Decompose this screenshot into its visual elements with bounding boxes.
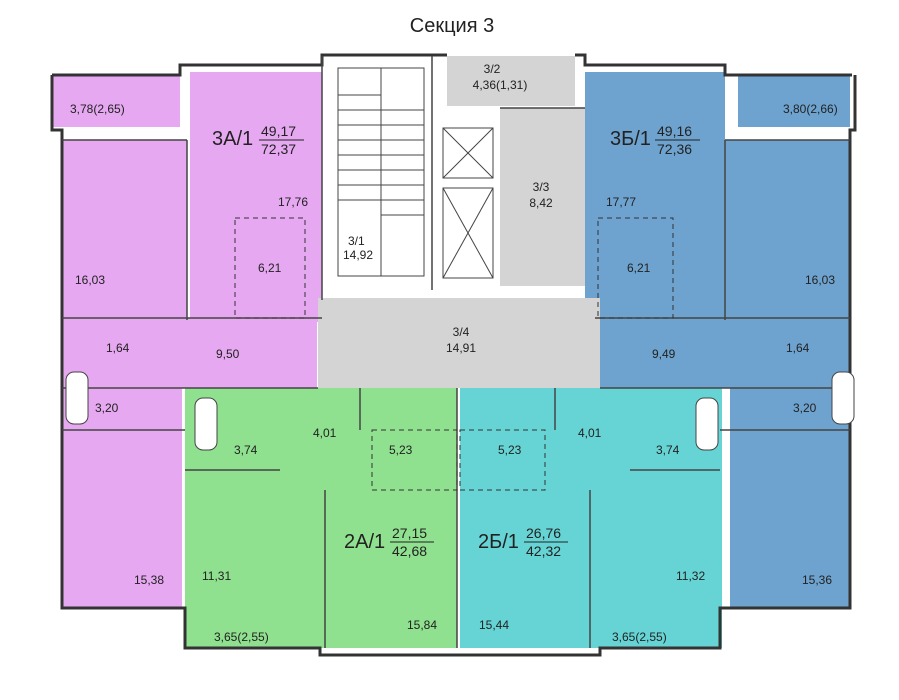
b2-balcony-area (598, 604, 720, 648)
a3-kitchen-label: 6,21 (258, 261, 282, 275)
a3-title: 3А/1 49,17 72,37 (212, 123, 304, 157)
a2-title: 2А/1 27,15 42,68 (344, 525, 434, 559)
a3-bedroom2-label: 15,38 (134, 573, 164, 587)
bathtub-icons (65, 371, 855, 451)
apartment-2a1 (185, 388, 457, 648)
common-areas (318, 56, 600, 388)
stair-num: 3/1 (348, 234, 365, 248)
b3-bedroom2-area (730, 388, 850, 608)
lift-area: 8,42 (529, 196, 553, 210)
b3-balcony-label: 3,80(2,66) (783, 102, 838, 116)
b3-hall-label: 9,49 (652, 347, 676, 361)
a3-total: 72,37 (261, 141, 296, 157)
a3-bath-label: 3,20 (95, 401, 119, 415)
b2-kitchen-label: 5,23 (498, 443, 522, 457)
elevator-icon (442, 127, 494, 279)
b2-living: 26,76 (526, 525, 561, 541)
b3-bath-label: 3,20 (793, 401, 817, 415)
a3-balcony-area (52, 75, 180, 127)
apartment-3b1 (585, 72, 850, 608)
lift-hall-area (500, 108, 585, 286)
b2-hall-label: 4,01 (578, 426, 602, 440)
section-title: Секция 3 (410, 15, 494, 37)
kitchen-zones (234, 217, 674, 491)
b3-bedroom1-area (725, 140, 850, 320)
corridor-num: 3/4 (453, 325, 470, 339)
apartment-3a1 (52, 72, 322, 608)
b3-living-label: 17,77 (606, 195, 636, 209)
b2-balcony-label: 3,65(2,55) (612, 630, 667, 644)
a2-bedroom-label: 11,31 (202, 569, 231, 583)
b3-title: 3Б/1 49,16 72,36 (610, 123, 700, 157)
b3-total: 72,36 (657, 141, 692, 157)
outer-walls (50, 53, 857, 657)
b3-kitchen-label: 6,21 (627, 261, 651, 275)
b3-wc-label: 1,64 (786, 341, 810, 355)
a3-living-area (190, 72, 322, 322)
a3-bedroom1-area (62, 140, 187, 320)
b2-bath-label: 3,74 (656, 443, 680, 457)
b2-total: 42,32 (526, 543, 561, 559)
b3-bedroom1-label: 16,03 (805, 273, 835, 287)
a3-wc-label: 1,64 (106, 341, 130, 355)
a3-hall-area (62, 318, 317, 388)
b2-living-label: 15,44 (479, 618, 509, 632)
a3-bedroom1-label: 16,03 (75, 273, 105, 287)
lift-num: 3/3 (533, 180, 550, 194)
a2-balcony-area (195, 604, 317, 648)
a2-total: 42,68 (392, 543, 427, 559)
apartment-2b1 (460, 388, 722, 648)
a2-balcony-label: 3,65(2,55) (214, 630, 269, 644)
a2-kitchen-label: 5,23 (389, 443, 413, 457)
a3-living-label: 17,76 (278, 195, 308, 209)
a3-hall-label: 9,50 (216, 347, 240, 361)
b3-bedroom2-label: 15,36 (802, 573, 832, 587)
hall-top-num: 3/2 (484, 62, 501, 76)
a2-living-label: 15,84 (407, 618, 437, 632)
b3-hall-area (595, 318, 850, 388)
stair-area: 14,92 (343, 248, 373, 262)
a3-balcony-label: 3,78(2,65) (70, 102, 125, 116)
corridor-area: 14,91 (446, 341, 476, 355)
b2-title: 2Б/1 26,76 42,32 (478, 525, 568, 559)
stairs-icon (337, 67, 425, 277)
b3-name: 3Б/1 (610, 128, 651, 150)
a2-hall-label: 4,01 (313, 426, 337, 440)
b3-living: 49,16 (657, 123, 692, 139)
b3-living-area (585, 72, 725, 322)
b3-balcony-area (738, 75, 850, 127)
a3-bedroom2-area (62, 388, 182, 608)
b2-bedroom-label: 11,32 (676, 569, 705, 583)
hall-top-area (447, 56, 575, 106)
a2-bath-label: 3,74 (234, 443, 258, 457)
a2-name: 2А/1 (344, 531, 385, 553)
a3-living: 49,17 (261, 123, 296, 139)
corridor-area (318, 298, 600, 388)
a3-name: 3А/1 (212, 128, 253, 150)
b2-name: 2Б/1 (478, 531, 519, 553)
hall-top-area: 4,36(1,31) (473, 78, 528, 92)
a2-living: 27,15 (392, 525, 427, 541)
